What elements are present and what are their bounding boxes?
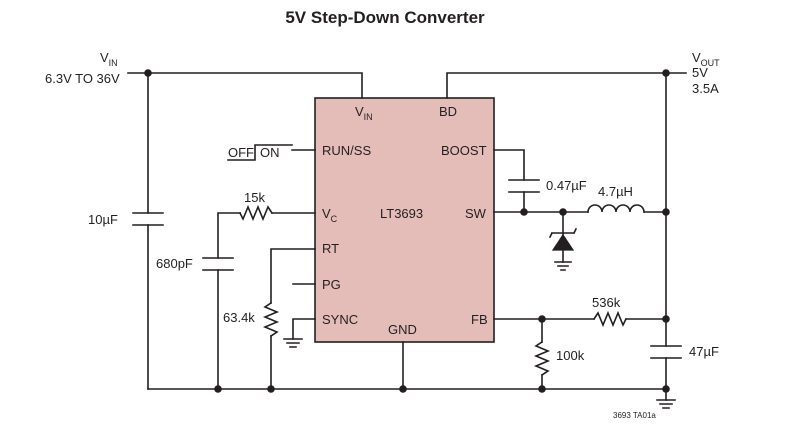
- pin-vc-label: VC: [322, 206, 338, 224]
- sw-node: [493, 208, 589, 216]
- boost-capacitor-label: 0.47µF: [546, 178, 587, 193]
- ic-part-number: LT3693: [380, 206, 423, 221]
- ic-body: [314, 97, 495, 343]
- fb-bottom-resistor-label: 100k: [556, 348, 585, 363]
- pin-vin-label: VIN: [355, 104, 373, 122]
- output-voltage-label: 5V: [692, 65, 708, 80]
- fb-top-resistor-label: 536k: [592, 295, 621, 310]
- pin-sync-label: SYNC: [322, 312, 358, 327]
- feedback-divider: [493, 310, 667, 390]
- inductor: [587, 204, 667, 213]
- input-label: VIN: [100, 50, 118, 68]
- switch-on-label: ON: [260, 145, 280, 160]
- input-capacitor: [132, 212, 164, 390]
- rt-resistor-label: 63.4k: [223, 310, 255, 325]
- figure-code: 3693 TA01a: [613, 411, 656, 420]
- output-current-label: 3.5A: [692, 81, 719, 96]
- inductor-label: 4.7µH: [598, 184, 633, 199]
- output-capacitor: [650, 345, 682, 409]
- rt-resistor: [262, 248, 316, 390]
- output-label: VOUT: [692, 50, 720, 68]
- pin-run-ss-label: RUN/SS: [322, 143, 371, 158]
- pin-fb-label: FB: [471, 312, 488, 327]
- pin-boost-label: BOOST: [441, 143, 487, 158]
- schottky-diode: [548, 211, 578, 271]
- diagram-title: 5V Step-Down Converter: [285, 8, 485, 27]
- pin-rt-label: RT: [322, 241, 339, 256]
- compensation-network: [202, 204, 316, 390]
- output-capacitor-label: 47µF: [689, 344, 719, 359]
- boost-capacitor: [493, 149, 540, 213]
- switch-off-label: OFF: [228, 145, 254, 160]
- vin-rail: [127, 69, 363, 214]
- pin-gnd-label: GND: [388, 322, 417, 337]
- pin-bd-label: BD: [439, 104, 457, 119]
- comp-resistor-label: 15k: [244, 190, 265, 205]
- pin-sw-label: SW: [465, 206, 487, 221]
- comp-capacitor-label: 680pF: [156, 256, 193, 271]
- run-switch: [227, 144, 316, 161]
- input-range-label: 6.3V TO 36V: [45, 71, 120, 86]
- pin-pg-label: PG: [322, 277, 341, 292]
- ground-rail: [147, 385, 670, 393]
- input-capacitor-label: 10µF: [88, 212, 118, 227]
- sync-ground: [283, 318, 316, 348]
